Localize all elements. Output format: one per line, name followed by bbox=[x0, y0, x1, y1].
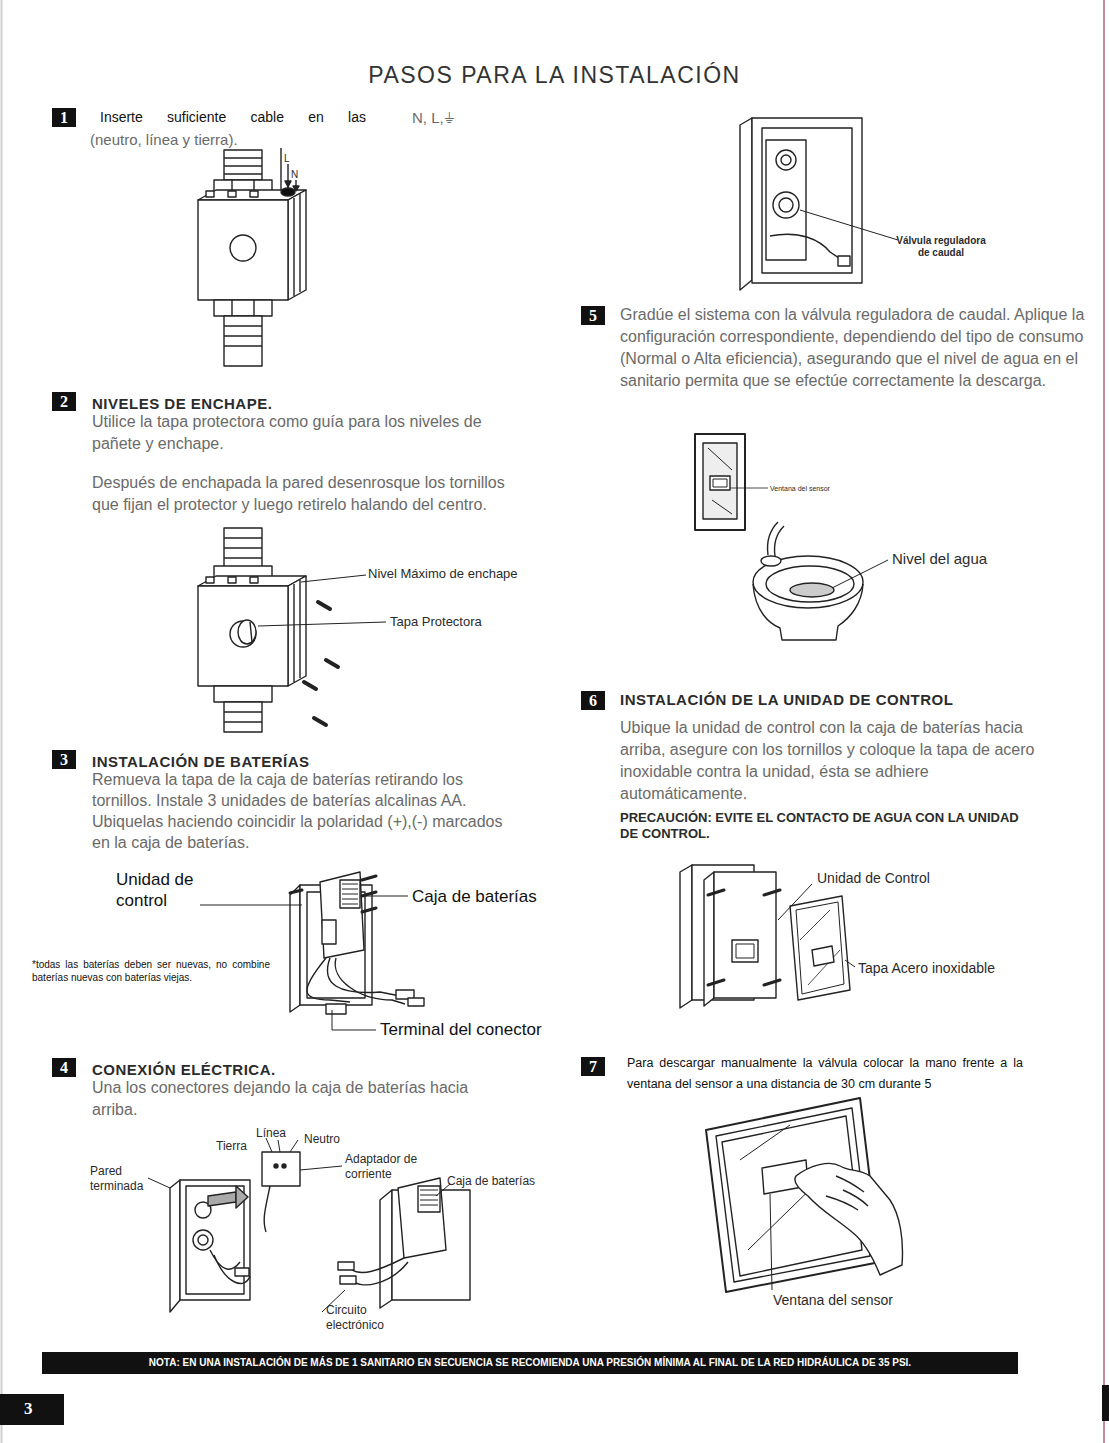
step-text: (neutro, línea y tierra). bbox=[90, 130, 350, 149]
part-label: Unidad de control bbox=[116, 869, 211, 911]
protective-cap-box bbox=[198, 528, 386, 732]
part-label: Válvula reguladora de caudal bbox=[896, 235, 986, 259]
step-heading: CONEXIÓN ELÉCTRICA. bbox=[92, 1060, 532, 1079]
number-text: 1 bbox=[60, 108, 68, 127]
step-number: 4 bbox=[52, 1058, 76, 1077]
step-number: 5 bbox=[581, 306, 605, 325]
number-text: 7 bbox=[589, 1057, 597, 1076]
step-number: 1 bbox=[52, 108, 76, 127]
note: *todas las baterías deben ser nuevas, no… bbox=[32, 958, 270, 984]
body-text: Remueva la tapa de la caja de baterías r… bbox=[92, 769, 512, 853]
caution-text: PRECAUCIÓN: EVITE EL CONTACTO DE AGUA CO… bbox=[620, 810, 1020, 842]
step-text: Inserte suficiente cable en las bbox=[100, 108, 366, 126]
page-title: PASOS PARA LA INSTALACIÓN bbox=[0, 62, 1109, 89]
body-text: Gradúe el sistema con la válvula regulad… bbox=[620, 304, 1088, 392]
part-label: Pared terminada bbox=[90, 1164, 160, 1194]
terminal-symbols: N, L,⏚ bbox=[412, 108, 492, 127]
part-label: Terminal del conector bbox=[380, 1019, 580, 1040]
note-band: NOTA: EN UNA INSTALACIÓN DE MÁS DE 1 SAN… bbox=[42, 1352, 1018, 1374]
page-edge bbox=[1, 0, 3, 1443]
step-heading: INSTALACIÓN DE LA UNIDAD DE CONTROL bbox=[620, 690, 1060, 709]
body-text: Utilice la tapa protectora como guía par… bbox=[92, 411, 532, 455]
step-number: 6 bbox=[581, 691, 605, 710]
number-text: 6 bbox=[589, 691, 597, 710]
page-marker bbox=[1102, 1385, 1109, 1421]
note-text: NOTA: EN UNA INSTALACIÓN DE MÁS DE 1 SAN… bbox=[149, 1357, 911, 1369]
control-unit bbox=[200, 872, 424, 1030]
wire-label: Tierra bbox=[216, 1139, 266, 1154]
sensor-hand bbox=[706, 1098, 903, 1292]
part-label: Unidad de Control bbox=[817, 869, 977, 887]
part-label: Caja de baterías bbox=[447, 1174, 567, 1189]
number-text: 3 bbox=[60, 750, 68, 769]
part-label: Nivel del agua bbox=[892, 549, 1032, 568]
wire-label: Neutro bbox=[304, 1132, 364, 1147]
part-label: Tapa Protectora bbox=[390, 614, 550, 630]
body-text: Ubique la unidad de control con la caja … bbox=[620, 717, 1050, 805]
step-number: 7 bbox=[581, 1057, 605, 1076]
wire-label: Línea bbox=[256, 1126, 306, 1141]
page-number: 3 bbox=[0, 1394, 64, 1425]
electrical-connection bbox=[148, 1138, 470, 1312]
part-label: Tapa Acero inoxidable bbox=[858, 959, 1028, 977]
step-heading: NIVELES DE ENCHAPE. bbox=[92, 394, 532, 413]
toilet bbox=[753, 522, 888, 640]
part-label: Caja de baterías bbox=[412, 886, 572, 907]
body-text: Después de enchapada la pared desenrosqu… bbox=[92, 472, 532, 516]
part-label: Nivel Máximo de enchape bbox=[368, 566, 568, 582]
number-text: 5 bbox=[589, 306, 597, 325]
step-text: Para descargar manualmente la válvula co… bbox=[627, 1053, 1023, 1095]
step-heading: INSTALACIÓN DE BATERÍAS bbox=[92, 752, 532, 771]
control-unit-exploded bbox=[680, 865, 855, 1008]
wire-label: N bbox=[291, 168, 305, 181]
electrical-box bbox=[198, 148, 306, 366]
wire-label: L bbox=[284, 152, 298, 165]
number-text: 2 bbox=[60, 392, 68, 411]
part-label: Ventana del sensor bbox=[770, 484, 880, 493]
part-label: Ventana del sensor bbox=[773, 1291, 923, 1309]
part-label: Adaptador de corriente bbox=[345, 1152, 435, 1182]
sensor-plate bbox=[695, 434, 768, 530]
number-text: 3 bbox=[24, 1399, 33, 1419]
body-text: Una los conectores dejando la caja de ba… bbox=[92, 1077, 482, 1121]
page-edge bbox=[1103, 0, 1105, 1443]
step-number: 3 bbox=[52, 750, 76, 769]
valve-frame bbox=[740, 118, 898, 290]
number-text: 4 bbox=[60, 1058, 68, 1077]
part-label: Circuito electrónico bbox=[326, 1303, 416, 1333]
step-number: 2 bbox=[52, 392, 76, 411]
